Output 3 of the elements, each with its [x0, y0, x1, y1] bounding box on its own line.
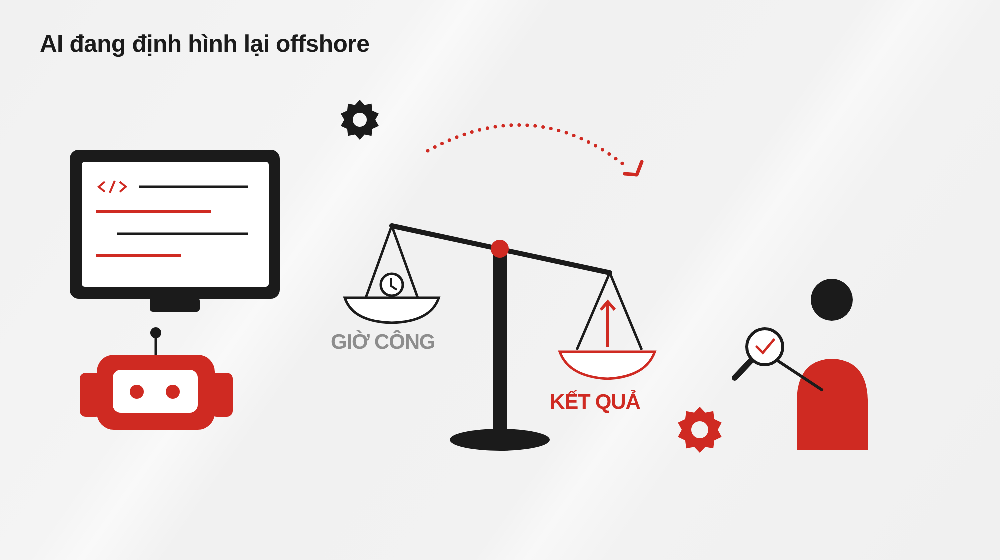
pan-label: GIỜ CÔNG: [331, 331, 436, 356]
title: AI đang định hình lại offshore: [40, 31, 370, 59]
pan-label: KẾT QUẢ: [550, 391, 640, 416]
